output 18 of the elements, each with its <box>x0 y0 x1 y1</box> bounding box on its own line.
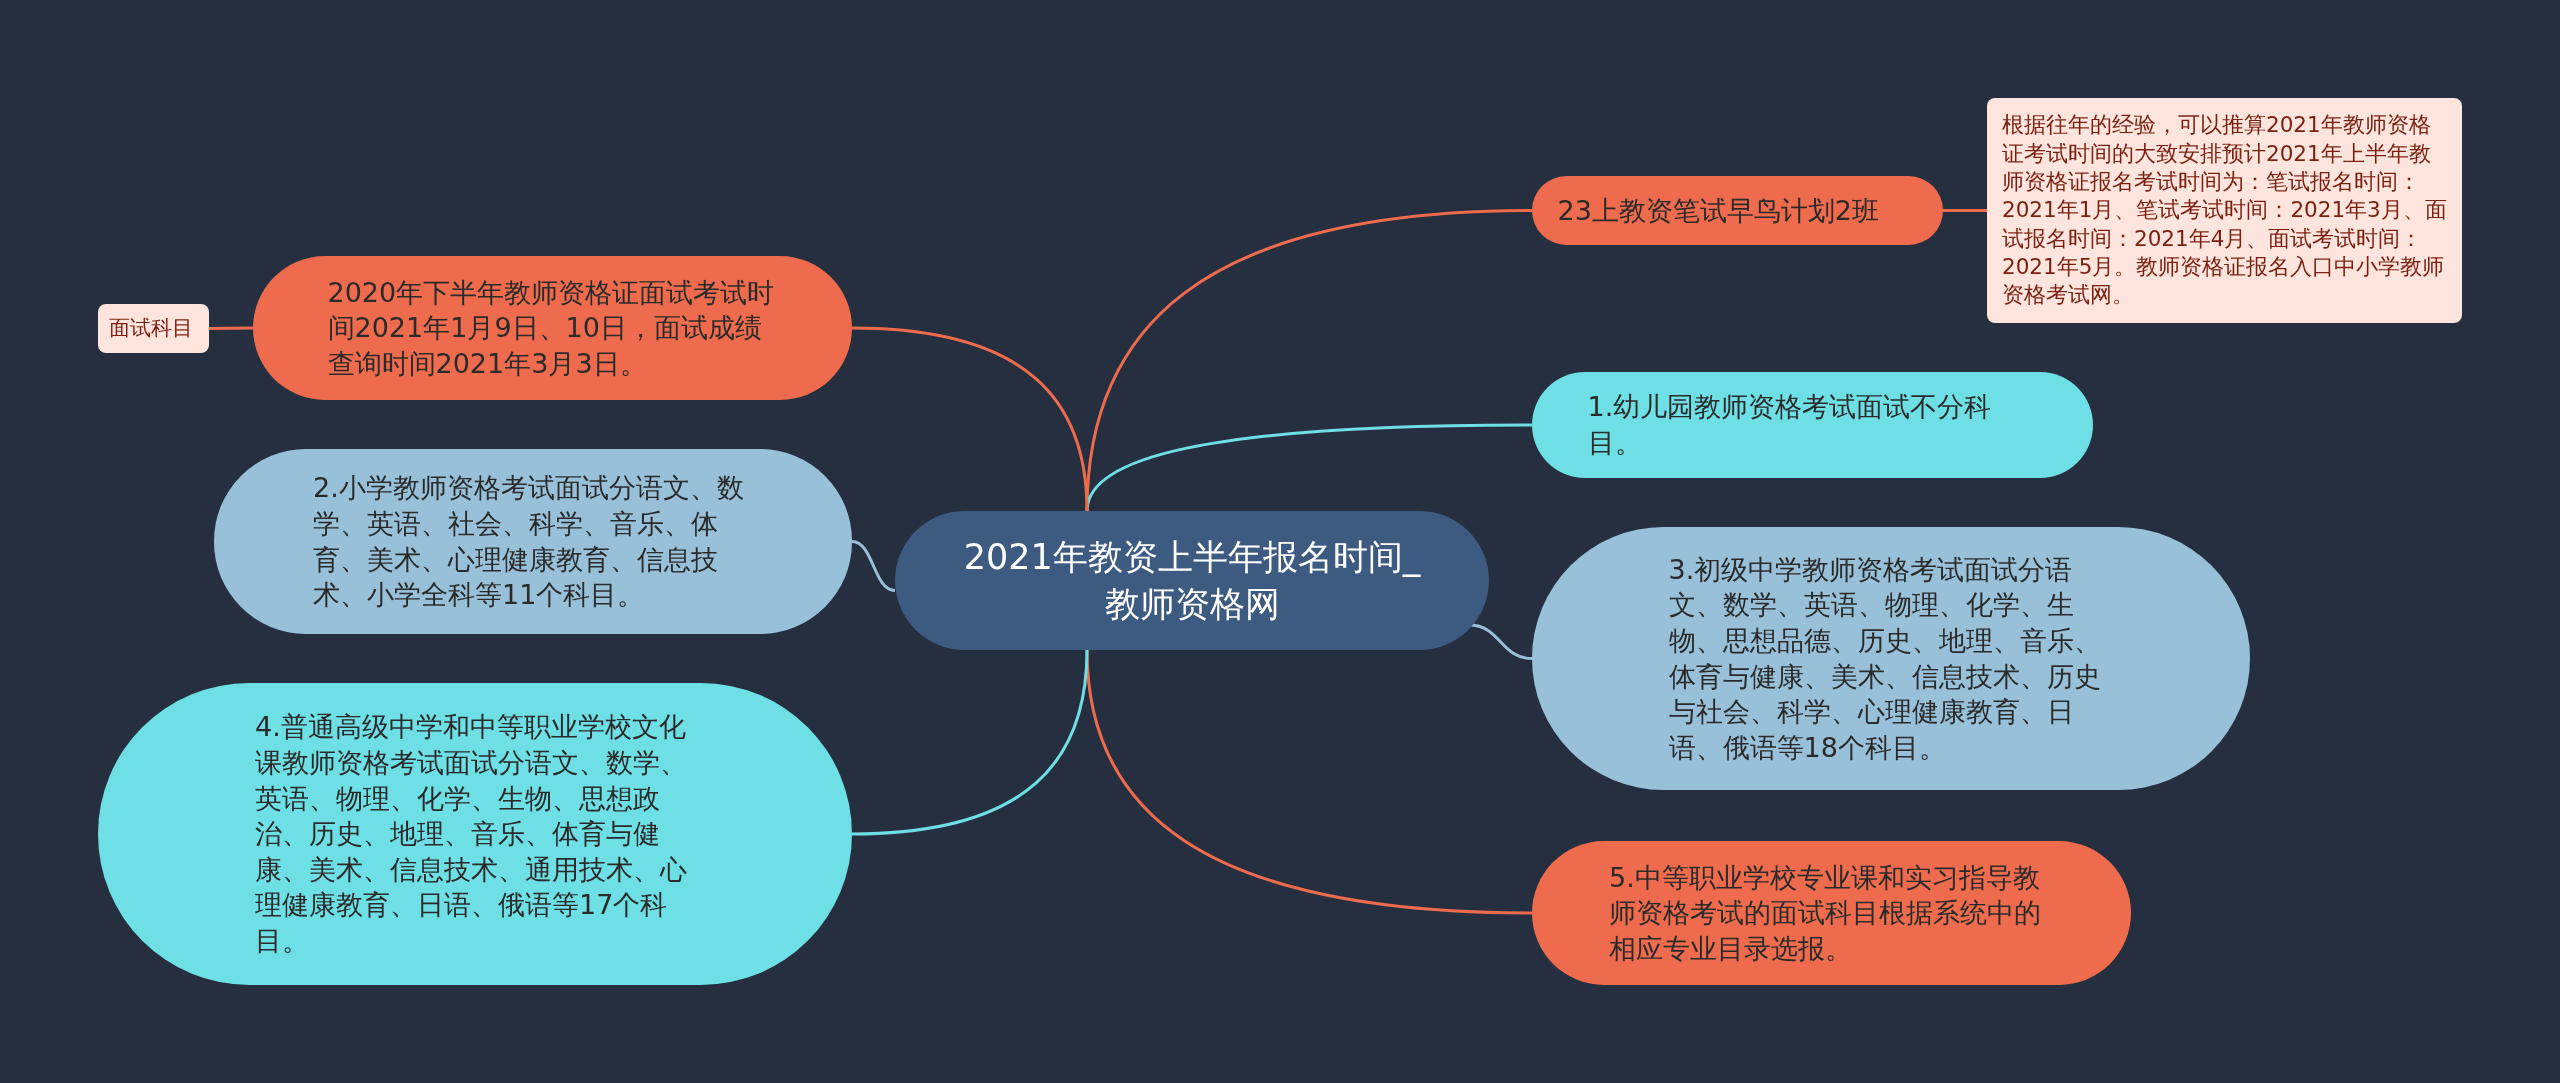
topic-pill: 2020年下半年教师资格证面试考试时间2021年1月9日、10日，面试成绩查询时间2021年3月3日。 <box>253 256 852 400</box>
connector-line <box>851 540 896 592</box>
connector-line <box>1085 209 1533 512</box>
connector-line <box>851 326 1089 512</box>
tag-label: 面试科目 <box>98 304 209 353</box>
topic-pill: 2.小学教师资格考试面试分语文、数学、英语、社会、科学、音乐、体育、美术、心理健康教育、信息技术、小学全科等11个科目。 <box>214 449 852 634</box>
note-card: 根据往年的经验，可以推算2021年教师资格证考试时间的大致安排预计2021年上半年教师资格证报名考试时间为：笔试报名时间：2021年1月、笔试考试时间：2021年3月、面试报名时间：2021年4月、面试考试时间：2021年5月。教师资格证报名入口中小学教师资格考试网。 <box>1987 98 2462 323</box>
connector-line <box>851 649 1089 836</box>
topic-pill: 5.中等职业学校专业课和实习指导教师资格考试的面试科目根据系统中的相应专业目录选报。 <box>1532 841 2131 985</box>
central-topic-pill: 2021年教资上半年报名时间_教师资格网 <box>895 511 1489 650</box>
topic-pill: 4.普通高级中学和中等职业学校文化课教师资格考试面试分语文、数学、英语、物理、化学、生物、思想政治、历史、地理、音乐、体育与健康、美术、信息技术、通用技术、心理健康教育、日语、俄语等17个科目。 <box>98 683 852 985</box>
connector-line <box>1943 209 1987 212</box>
connector-line <box>209 326 253 330</box>
topic-pill: 3.初级中学教师资格考试面试分语文、数学、英语、物理、化学、生物、思想品德、历史、地理、音乐、体育与健康、美术、信息技术、历史与社会、科学、心理健康教育、日语、俄语等18个科目。 <box>1532 527 2250 790</box>
connector-line <box>1085 649 1533 915</box>
topic-pill: 23上教资笔试早鸟计划2班 <box>1532 176 1943 245</box>
connector-line <box>1085 423 1532 512</box>
topic-pill: 1.幼儿园教师资格考试面试不分科目。 <box>1532 372 2093 478</box>
